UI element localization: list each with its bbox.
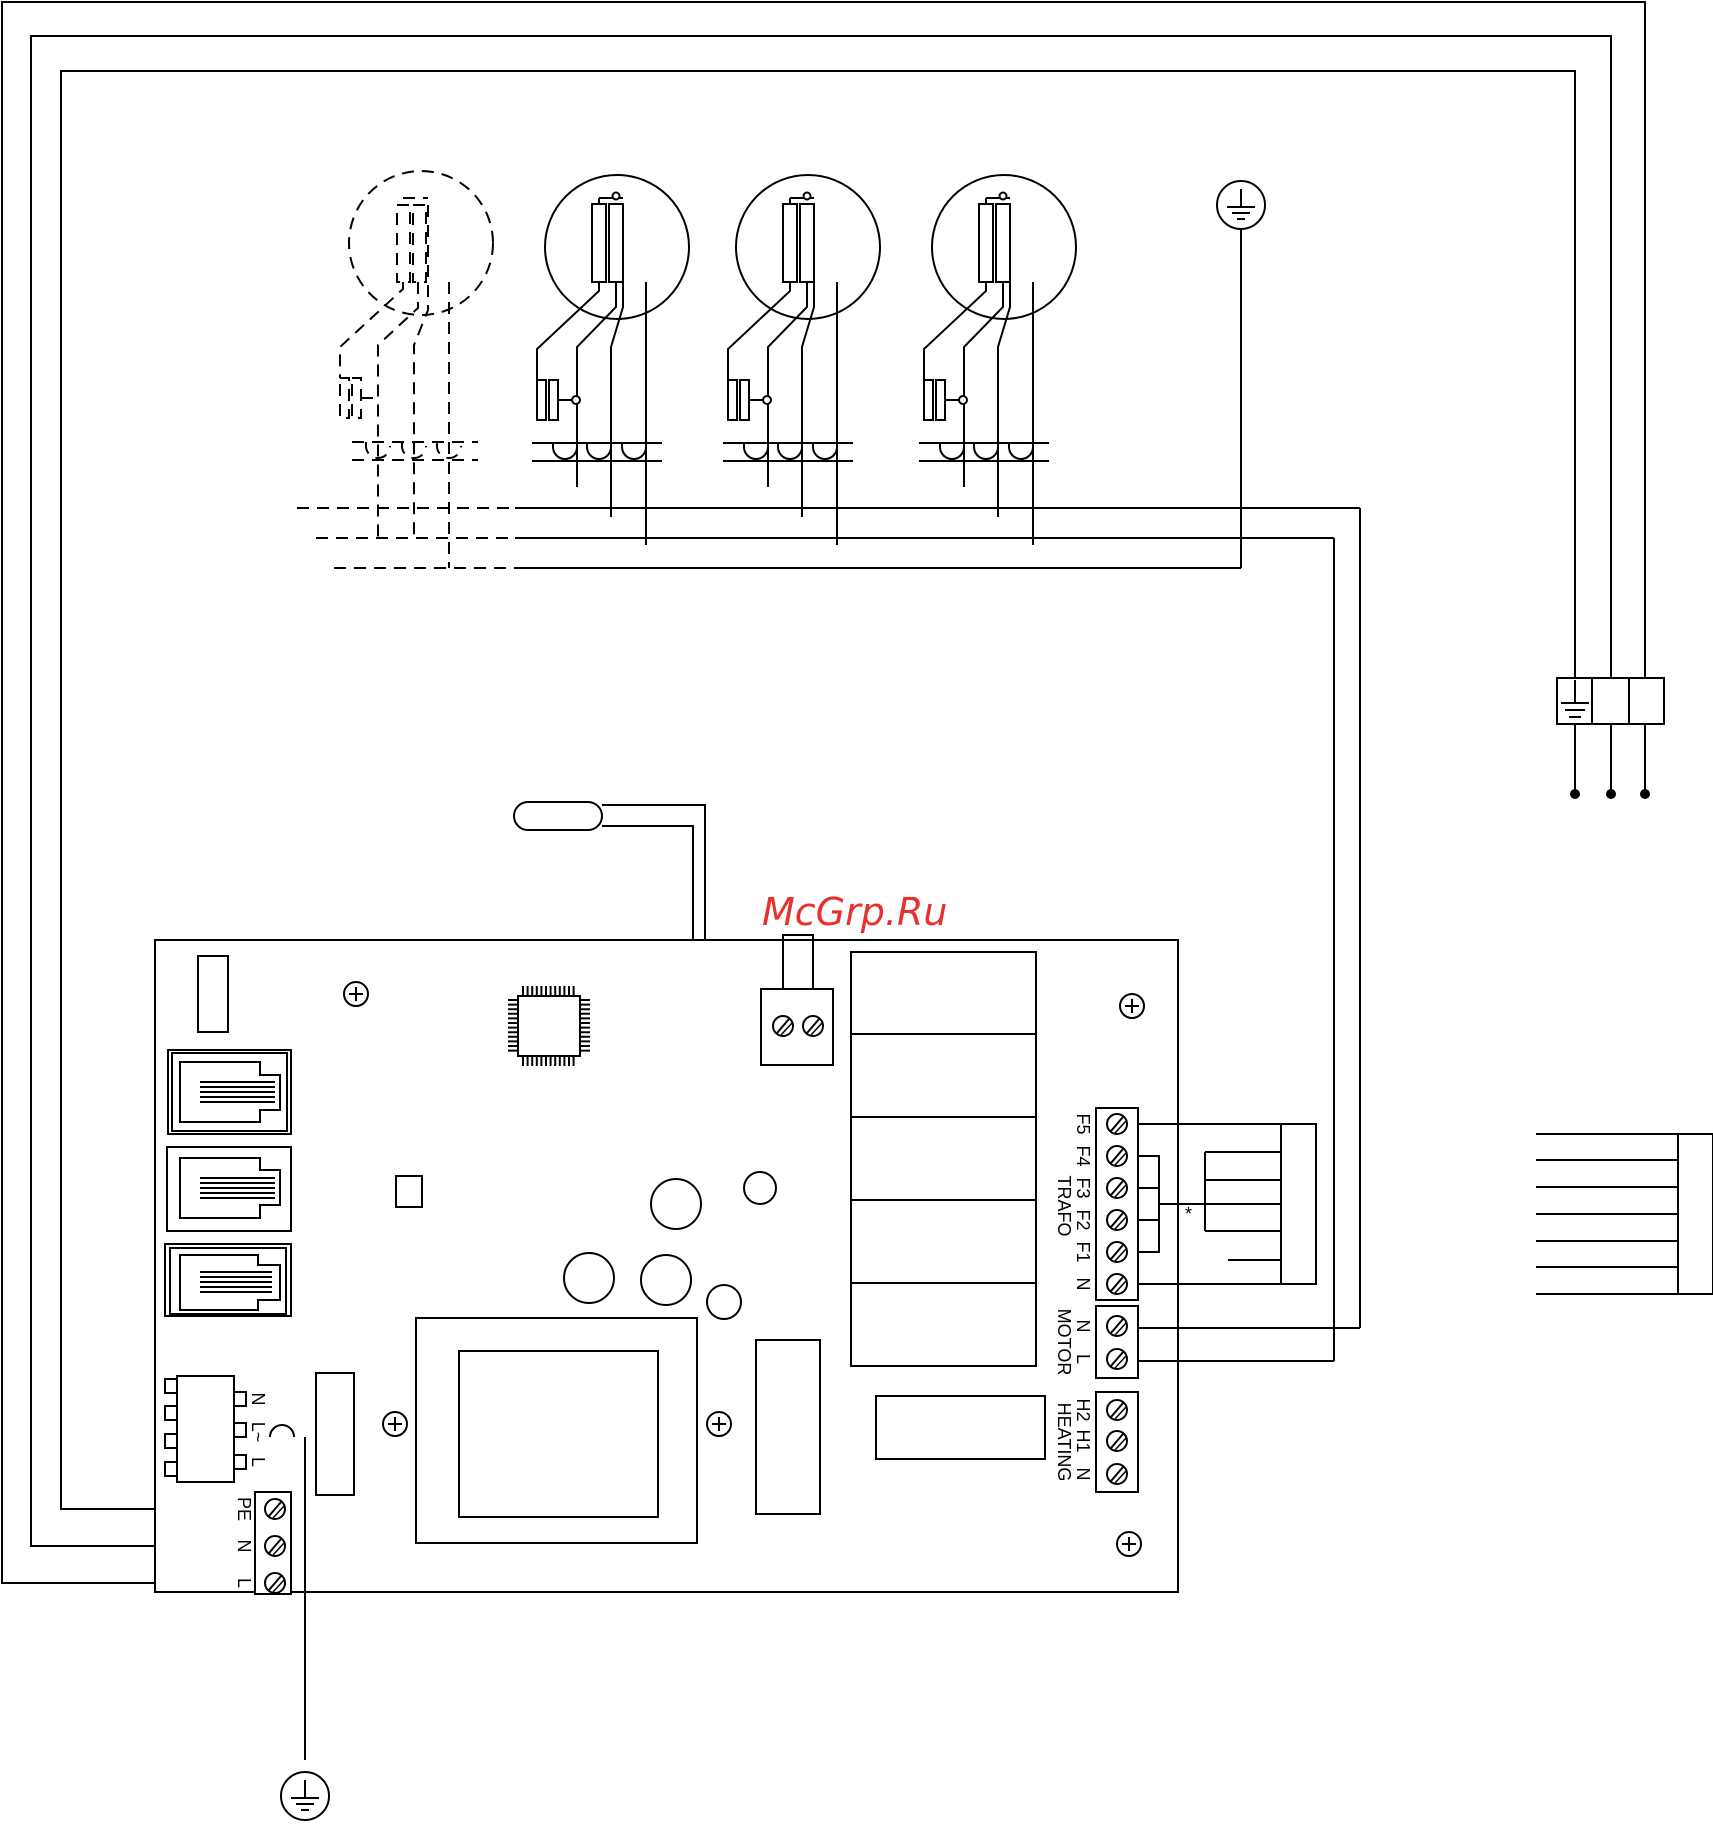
rj-connector: [165, 1244, 291, 1316]
heating-terminal-block: [1096, 1392, 1138, 1492]
screw-terminal-icon: [1107, 1316, 1127, 1336]
microcontroller-chip: [508, 986, 590, 1066]
terminal-label-fan-n: N: [1073, 1278, 1093, 1291]
relay-pin-block: [165, 1376, 246, 1482]
terminal-label-motor-n: N: [1073, 1320, 1093, 1333]
mounting-hole-icon: [344, 982, 368, 1006]
terminal-label-pe: PE: [234, 1497, 254, 1521]
terminal-label-power-l: L: [234, 1578, 254, 1588]
rj-connector: [167, 1147, 291, 1231]
trafo-label: TRAFO: [1054, 1176, 1074, 1237]
varistor: [316, 1373, 354, 1495]
terminal-label-f4: F4: [1073, 1145, 1093, 1166]
screw-terminal-icon: [1107, 1210, 1127, 1230]
relay-pin-label-n: N: [248, 1393, 268, 1406]
mounting-hole-icon: [1117, 1532, 1141, 1556]
mains-terminal-block: [1557, 678, 1664, 799]
mounting-hole-icon: [1120, 994, 1144, 1018]
terminal-label-f1: F1: [1073, 1241, 1093, 1262]
screw-terminal-icon: [1107, 1400, 1127, 1420]
screw-terminal-icon: [1107, 1178, 1127, 1198]
small-component: [396, 1176, 422, 1207]
relay-pin-label-l: L: [248, 1457, 268, 1467]
side-connector: [1536, 1134, 1713, 1294]
power-terminal-block: [255, 1492, 291, 1594]
heating-label: HEATING: [1054, 1403, 1074, 1482]
capacitor: [651, 1179, 701, 1229]
ground-icon: [1217, 181, 1265, 568]
capacitor: [744, 1172, 776, 1204]
motor-label: MOTOR: [1054, 1309, 1074, 1376]
watermark: McGrp.Ru: [762, 890, 947, 934]
screw-terminal-icon: [1107, 1146, 1127, 1166]
screw-terminal-icon: [265, 1536, 285, 1556]
terminal-label-h2: H2: [1073, 1398, 1093, 1421]
capacitor: [641, 1255, 691, 1305]
lamp-icon: [723, 175, 880, 545]
screw-terminal-icon: [1107, 1274, 1127, 1294]
screw-terminal-icon: [265, 1573, 285, 1593]
screw-terminal-icon: [265, 1499, 285, 1519]
terminal-label-power-n: N: [234, 1540, 254, 1553]
screw-terminal-icon: [1107, 1349, 1127, 1369]
screw-terminal-icon: [803, 1016, 823, 1036]
relay-column: [851, 952, 1036, 1366]
mounting-hole-icon: [707, 1412, 731, 1436]
terminal-label-h1: H1: [1073, 1429, 1093, 1452]
terminal-label-heating-n: N: [1073, 1468, 1093, 1481]
control-board: F5 F4 F3 F2 F1 N TRAFO N L MOTOR H2 H1 N…: [155, 935, 1178, 1594]
screw-terminal-icon: [1107, 1464, 1127, 1484]
fuse: [198, 956, 228, 1032]
screw-terminal-icon: [773, 1016, 793, 1036]
terminal-label-motor-l: L: [1073, 1354, 1093, 1364]
mounting-hole-icon: [383, 1412, 407, 1436]
marker: *: [1185, 1204, 1192, 1224]
screw-terminal-icon: [1107, 1114, 1127, 1134]
heating-relay: [876, 1396, 1045, 1459]
lamp-icon: [919, 175, 1076, 545]
screw-terminal-icon: [1107, 1242, 1127, 1262]
capacitor: [564, 1253, 614, 1303]
terminal-label-f5: F5: [1073, 1113, 1093, 1134]
terminal-label-f3: F3: [1073, 1177, 1093, 1198]
rj-connector: [168, 1050, 291, 1134]
fan-terminal-block: [1096, 1108, 1138, 1300]
lamp-icon: [532, 175, 689, 545]
capacitor-block: [756, 1340, 820, 1514]
transformer: [416, 1318, 697, 1543]
relay-pin-label-l-ac: L~: [248, 1422, 268, 1443]
capacitor: [707, 1285, 741, 1319]
terminal-label-f2: F2: [1073, 1209, 1093, 1230]
motor-terminal-block: [1096, 1306, 1138, 1378]
screw-terminal-icon: [1107, 1431, 1127, 1451]
